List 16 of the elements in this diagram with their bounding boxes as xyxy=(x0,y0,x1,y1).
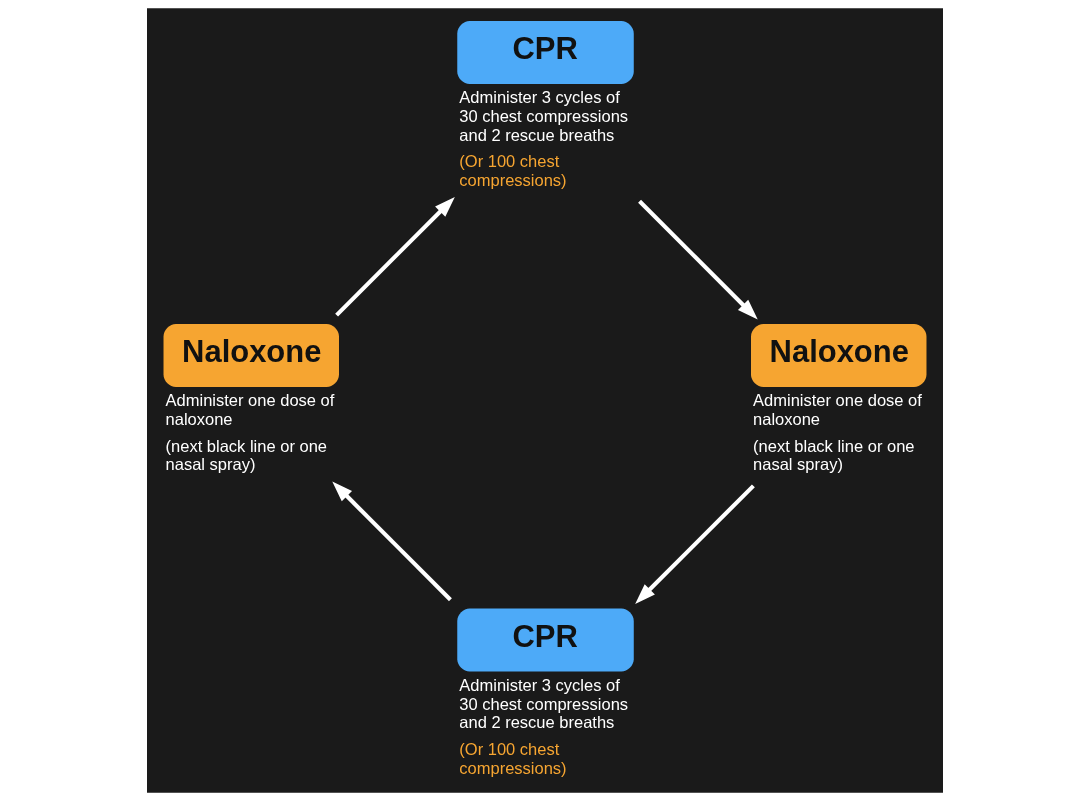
node-label: (Or 100 chest compressions) xyxy=(459,739,567,777)
node-label: Administer one dose of naloxone xyxy=(165,391,335,429)
node-label: (next black line or one nasal spray) xyxy=(753,436,915,474)
arrow xyxy=(335,196,455,317)
arrow xyxy=(635,484,755,605)
node-box: Naloxone xyxy=(751,324,927,388)
node-label: (Or 100 chest compressions) xyxy=(459,152,567,190)
node-label: Administer one dose of naloxone xyxy=(753,391,922,429)
node-label: (next black line or one nasal spray) xyxy=(165,436,328,474)
arrow xyxy=(638,199,758,320)
node-box: Naloxone xyxy=(163,324,339,388)
node-box: CPR xyxy=(457,21,634,85)
node-label: Administer 3 cycles of 30 chest compressions and 2 rescue breaths xyxy=(459,88,629,144)
node-label: Administer 3 cycles of 30 chest compressions and 2 rescue breaths xyxy=(459,675,629,732)
node-box: CPR xyxy=(457,608,634,672)
arrow xyxy=(332,481,452,602)
